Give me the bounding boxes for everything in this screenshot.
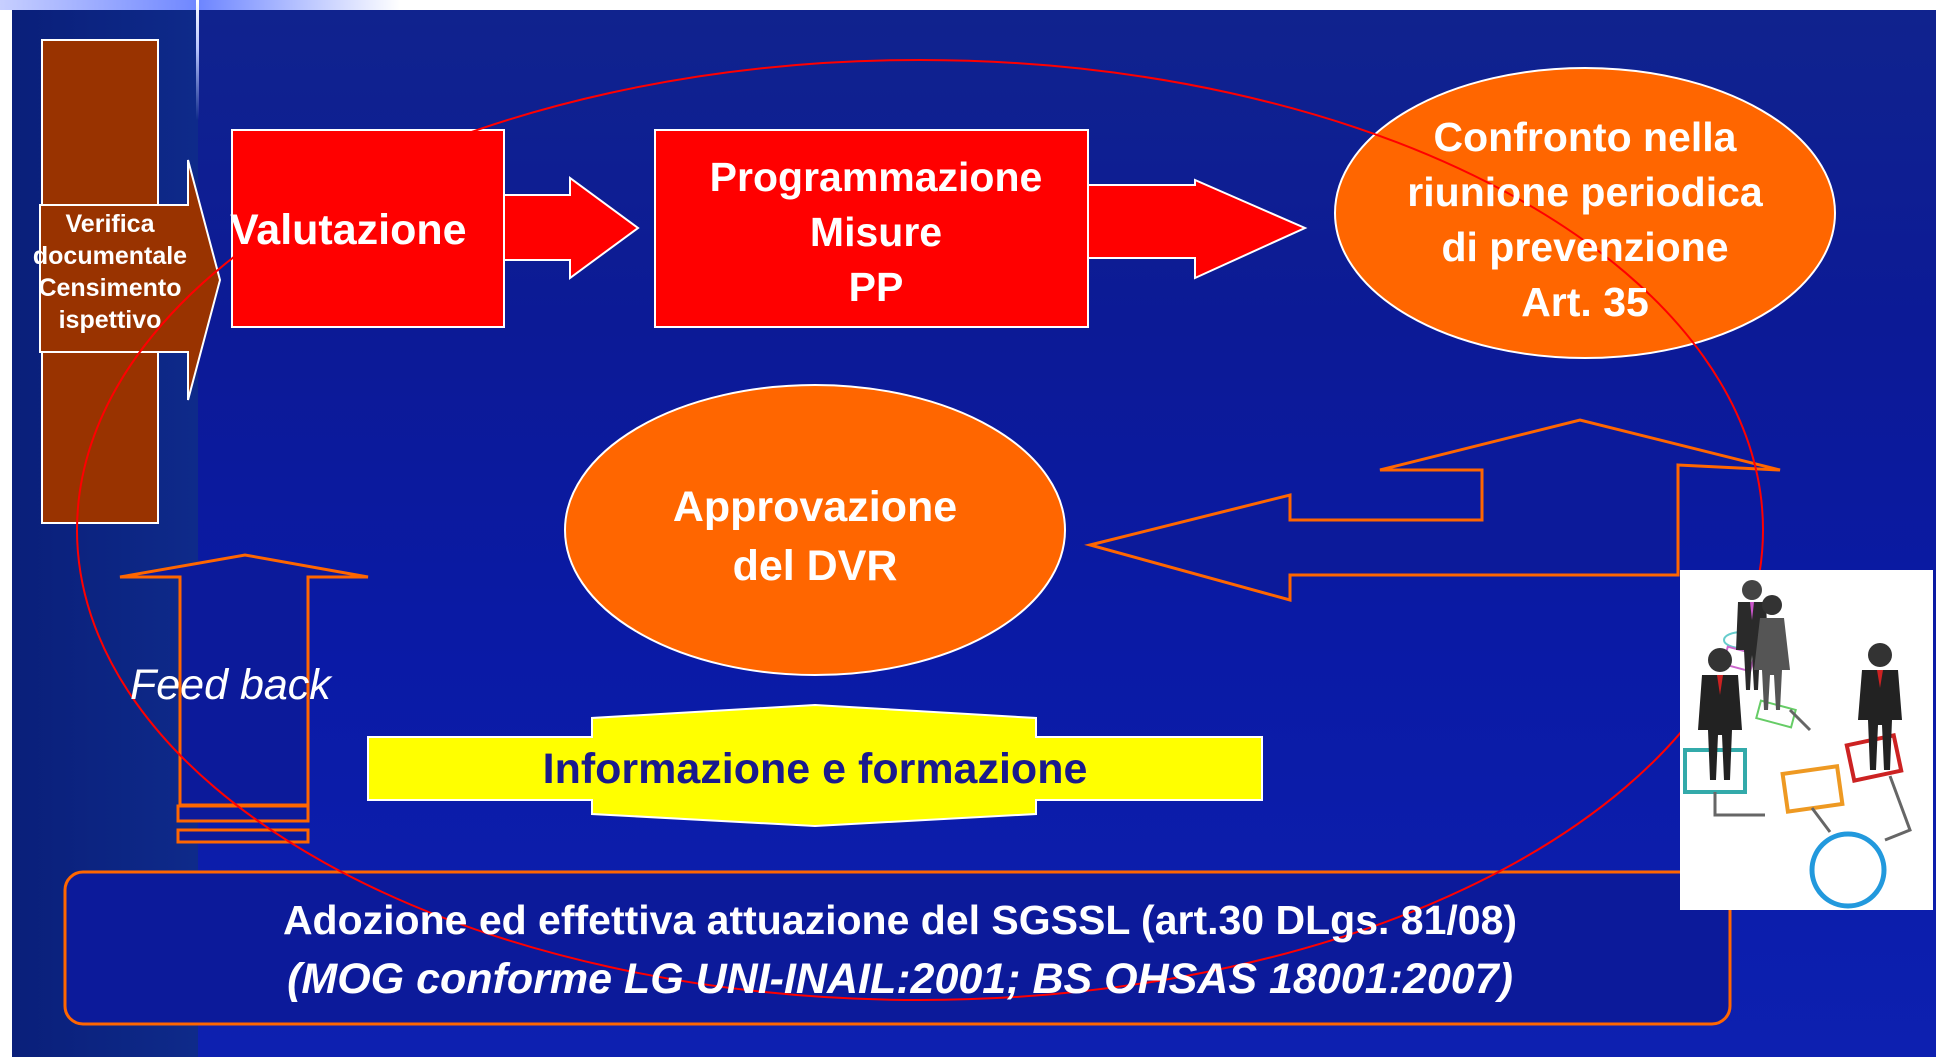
verification-arrow: [39, 159, 222, 401]
programmazione-label: Programmazione Misure PP: [709, 154, 1043, 310]
top-glow-line: [0, 0, 400, 10]
valutazione-box: [231, 129, 505, 328]
feedback-label: Feed back: [130, 661, 331, 709]
verification-label: Verifica documentale Censimento ispettiv…: [32, 210, 188, 334]
feedback-arrow: [119, 553, 369, 807]
feedback-arrow-stripe-2: [176, 828, 310, 844]
informazione-arrow: [367, 703, 1263, 828]
informazione-label: Informazione e formazione: [542, 745, 1088, 793]
programmazione-box: [654, 129, 1089, 328]
arrow-programmazione-to-confronto: [1087, 178, 1308, 280]
mog-label: (MOG conforme LG UNI-INAIL:2001; BS OHSA…: [287, 955, 1513, 1003]
loop-ellipse: [76, 59, 1764, 1001]
adozione-box: [63, 870, 1732, 1026]
arrow-valutazione-to-programmazione: [503, 176, 640, 280]
adozione-label: Adozione ed effettiva attuazione del SGS…: [282, 897, 1518, 943]
approvazione-ellipse: [564, 384, 1066, 676]
confronto-label: Confronto nella riunione periodica di pr…: [1407, 114, 1763, 325]
valutazione-label: Valutazione: [230, 206, 467, 254]
business-team-illustration: [1680, 570, 1933, 910]
vertical-accent-line: [196, 0, 199, 120]
confronto-ellipse: [1334, 67, 1836, 359]
approvazione-label: Approvazione del DVR: [672, 483, 958, 590]
business-people-icon: [1683, 580, 1912, 909]
feedback-arrow-stripe-1: [176, 804, 310, 823]
return-arrow: [1084, 418, 1781, 602]
